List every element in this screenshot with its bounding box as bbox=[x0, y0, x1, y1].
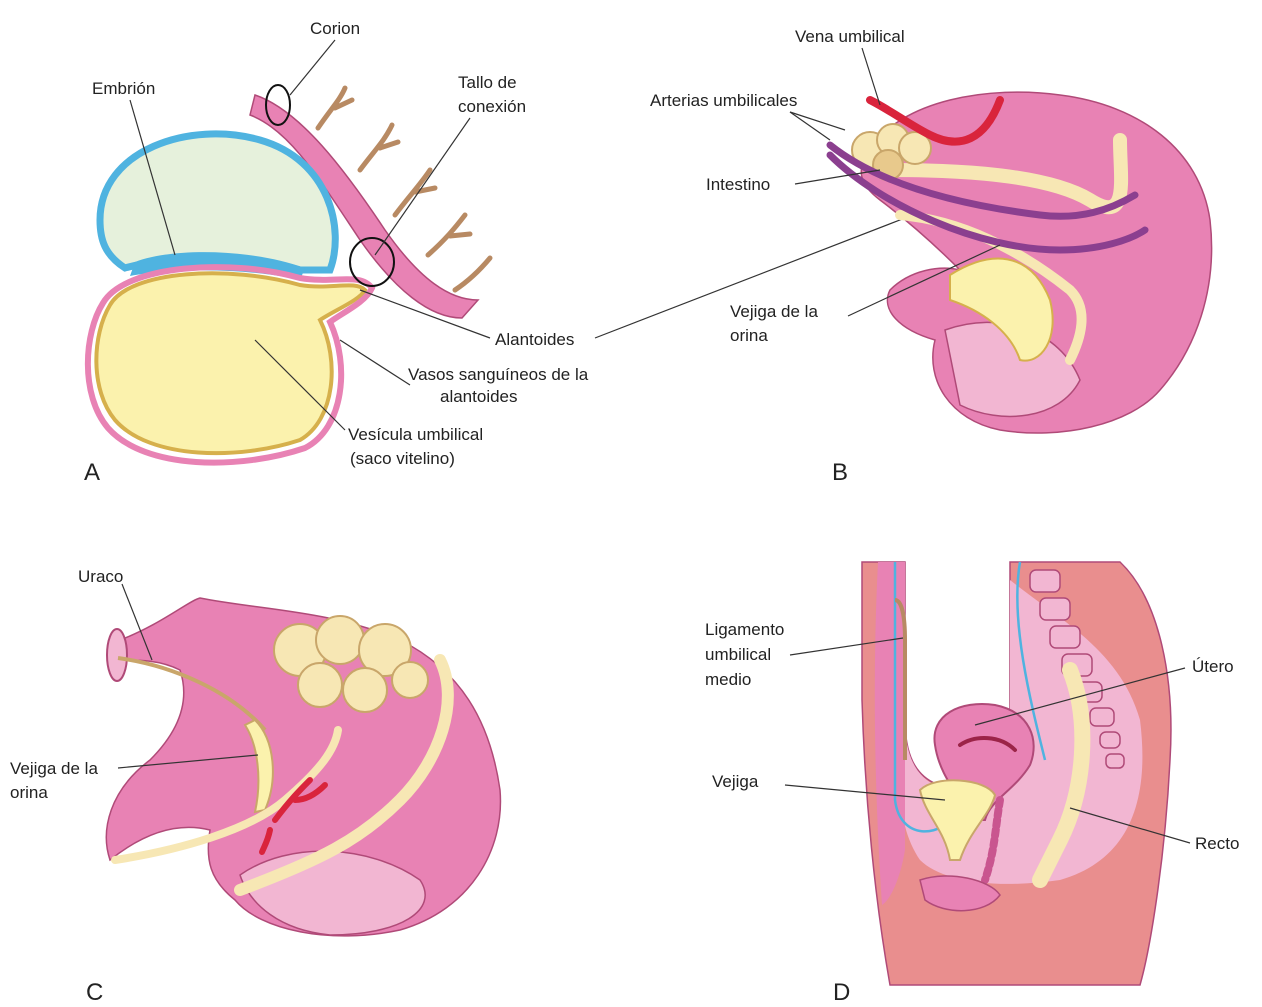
leader-corion bbox=[290, 40, 335, 95]
label-uraco: Uraco bbox=[78, 567, 123, 586]
label-vesicula-1: Vesícula umbilical bbox=[348, 425, 483, 444]
label-ligamento-3: medio bbox=[705, 670, 751, 689]
panel-letter-c: C bbox=[86, 979, 103, 1006]
panel-a: Corion Embrión Tallo de conexión Alantoi… bbox=[84, 19, 905, 486]
label-vesicula-2: (saco vitelino) bbox=[350, 449, 455, 468]
panel-b: Vena umbilical Arterias umbilicales Inte… bbox=[650, 27, 1212, 486]
label-vena: Vena umbilical bbox=[795, 27, 905, 46]
stalk-cut-c bbox=[107, 629, 127, 681]
leader-arterias-1 bbox=[790, 112, 830, 140]
panel-letter-a: A bbox=[84, 459, 100, 486]
label-embrion: Embrión bbox=[92, 79, 155, 98]
label-vejiga-d: Vejiga bbox=[712, 772, 759, 791]
label-tallo-1: Tallo de bbox=[458, 73, 517, 92]
label-vejiga-b-2: orina bbox=[730, 326, 768, 345]
label-recto: Recto bbox=[1195, 834, 1239, 853]
label-alantoides: Alantoides bbox=[495, 330, 574, 349]
label-intestino: Intestino bbox=[706, 175, 770, 194]
label-utero: Útero bbox=[1192, 657, 1234, 676]
panel-d: Ligamento umbilical medio Útero Vejiga R… bbox=[705, 562, 1239, 1006]
leader-vasos bbox=[340, 340, 410, 385]
panel-letter-d: D bbox=[833, 979, 850, 1006]
panel-c: Uraco Vejiga de la orina C bbox=[10, 567, 500, 1006]
label-arterias: Arterias umbilicales bbox=[650, 91, 797, 110]
anterior-wall-d bbox=[875, 562, 905, 905]
label-ligamento-1: Ligamento bbox=[705, 620, 784, 639]
label-vejiga-c-2: orina bbox=[10, 783, 48, 802]
label-vejiga-c-1: Vejiga de la bbox=[10, 759, 98, 778]
leader-arterias-2 bbox=[790, 112, 845, 130]
label-ligamento-2: umbilical bbox=[705, 645, 771, 664]
label-corion: Corion bbox=[310, 19, 360, 38]
panel-letter-b: B bbox=[832, 459, 848, 486]
label-vasos-1: Vasos sanguíneos de la bbox=[408, 365, 589, 384]
label-vejiga-b-1: Vejiga de la bbox=[730, 302, 818, 321]
label-vasos-2: alantoides bbox=[440, 387, 518, 406]
label-tallo-2: conexión bbox=[458, 97, 526, 116]
